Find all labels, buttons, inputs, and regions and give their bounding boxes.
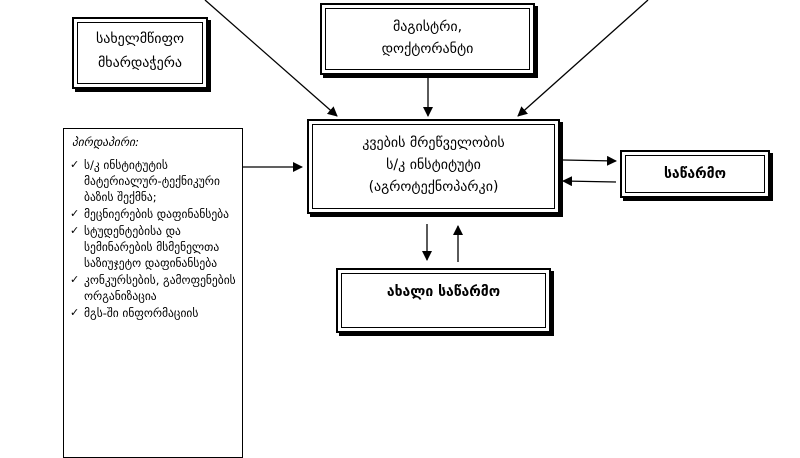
support-list: ✓ ს/კ ინსტიტუტის მატერიალურ-ტექნიკური ბაზ…	[70, 157, 238, 322]
support-list-heading: პირდაპირი:	[72, 135, 139, 149]
institute-box: კვების მრეწველობის ს/კ ინსტიტუტი (აგროტე…	[307, 119, 560, 214]
list-item: ✓ მგს-ში ინფორმაციის	[70, 305, 238, 321]
list-item-text: სტუდენტებისა და სემინარების მსმენელთა სა…	[84, 224, 220, 270]
masters-line2: დოქტორანტი	[381, 41, 474, 57]
support-list-box: პირდაპირი: ✓ ს/კ ინსტიტუტის მატერიალურ-ტე…	[63, 128, 243, 458]
check-icon: ✓	[70, 158, 80, 171]
arrow-topright-to-institute	[517, 0, 649, 117]
list-item: ✓ კონკურსების, გამოფენების ორგანიზაცია	[70, 272, 238, 304]
state-support-box: სახელმწიფო მხარდაჭერა	[72, 17, 208, 89]
arrow-topleft-to-institute	[204, 0, 338, 117]
check-icon: ✓	[70, 306, 80, 319]
list-item: ✓ მეცნიერების დაფინანსება	[70, 206, 238, 222]
masters-box: მაგისტრი, დოქტორანტი	[320, 3, 535, 75]
institute-line3: (აგროტექნოპარკი)	[368, 179, 499, 195]
new-production-box: ახალი საწარმო	[336, 268, 551, 333]
state-support-line1: სახელმწიფო	[95, 31, 185, 47]
institute-line2: ს/კ ინსტიტუტი	[386, 157, 481, 173]
state-support-line2: მხარდაჭერა	[97, 55, 183, 71]
arrow-institute-to-production	[562, 155, 617, 166]
institute-line1: კვების მრეწველობის	[362, 135, 505, 151]
diagram-arrows	[204, 0, 649, 262]
list-item-text: კონკურსების, გამოფენების ორგანიზაცია	[84, 273, 236, 303]
list-item: ✓ სტუდენტებისა და სემინარების მსმენელთა ს…	[70, 223, 238, 271]
check-icon: ✓	[70, 273, 80, 286]
masters-line1: მაგისტრი,	[392, 19, 463, 35]
list-item-text: მგს-ში ინფორმაციის	[84, 306, 199, 320]
production-box: საწარმო	[620, 150, 770, 198]
list-item-text: ს/კ ინსტიტუტის მატერიალურ-ტექნიკური ბაზი…	[84, 158, 220, 204]
new-production-label: ახალი საწარმო	[386, 284, 501, 300]
check-icon: ✓	[70, 207, 80, 220]
production-label: საწარმო	[663, 166, 727, 182]
check-icon: ✓	[70, 224, 80, 237]
arrow-production-to-institute	[562, 176, 617, 187]
list-item-text: მეცნიერების დაფინანსება	[84, 207, 229, 221]
list-item: ✓ ს/კ ინსტიტუტის მატერიალურ-ტექნიკური ბაზ…	[70, 157, 238, 205]
